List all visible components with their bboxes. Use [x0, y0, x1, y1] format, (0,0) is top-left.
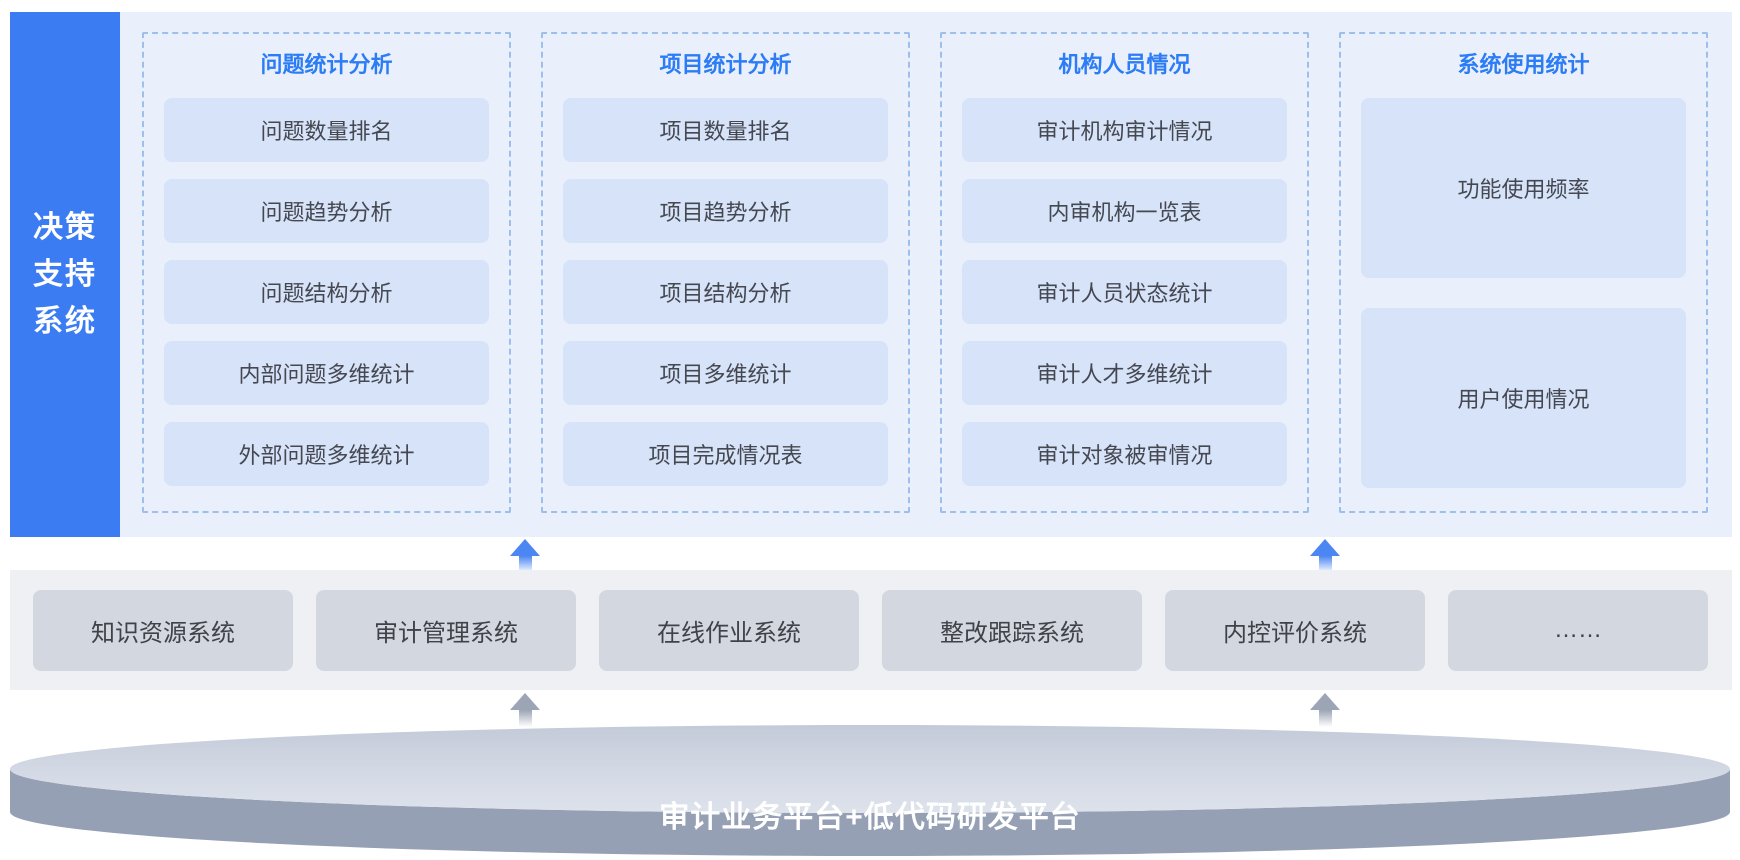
column-project-stats: 项目统计分析 项目数量排名 项目趋势分析 项目结构分析 项目多维统计 项目完成情… — [541, 32, 910, 513]
platform-title: 审计业务平台+低代码研发平台 — [659, 801, 1081, 834]
analysis-panel: 问题统计分析 问题数量排名 问题趋势分析 问题结构分析 内部问题多维统计 外部问… — [120, 12, 1732, 537]
system-box: …… — [1448, 589, 1708, 671]
module-item: 项目趋势分析 — [563, 179, 888, 243]
module-item: 内审机构一览表 — [962, 179, 1287, 243]
systems-row: 知识资源系统 审计管理系统 在线作业系统 整改跟踪系统 内控评价系统 …… — [10, 570, 1732, 690]
module-item: 项目多维统计 — [563, 341, 888, 405]
system-box: 在线作业系统 — [599, 589, 859, 671]
module-item: 项目完成情况表 — [563, 422, 888, 486]
arrow-up-icon — [510, 539, 540, 573]
column-title: 问题统计分析 — [260, 52, 393, 77]
arrow-head — [510, 693, 540, 710]
system-box: 审计管理系统 — [316, 589, 576, 671]
module-item: 用户使用情况 — [1361, 308, 1686, 488]
module-item: 审计人才多维统计 — [962, 341, 1287, 405]
module-item: 项目结构分析 — [563, 260, 888, 324]
column-org-personnel: 机构人员情况 审计机构审计情况 内审机构一览表 审计人员状态统计 审计人才多维统… — [940, 32, 1309, 513]
module-item: 项目数量排名 — [563, 98, 888, 162]
system-box: 内控评价系统 — [1165, 589, 1425, 671]
module-item: 功能使用频率 — [1361, 98, 1686, 278]
arrow-tail — [518, 710, 532, 727]
module-item: 外部问题多维统计 — [164, 422, 489, 486]
column-title: 系统使用统计 — [1457, 52, 1590, 77]
module-item: 审计人员状态统计 — [962, 260, 1287, 324]
column-title: 项目统计分析 — [659, 52, 792, 77]
module-item: 问题结构分析 — [164, 260, 489, 324]
column-items: 项目数量排名 项目趋势分析 项目结构分析 项目多维统计 项目完成情况表 — [563, 98, 888, 486]
module-item: 内部问题多维统计 — [164, 341, 489, 405]
arrow-head — [1310, 693, 1340, 710]
column-items: 审计机构审计情况 内审机构一览表 审计人员状态统计 审计人才多维统计 审计对象被… — [962, 98, 1287, 486]
module-item: 审计对象被审情况 — [962, 422, 1287, 486]
arrow-tail — [1318, 556, 1332, 573]
column-items: 功能使用频率 用户使用情况 — [1361, 98, 1686, 488]
arrow-head — [510, 539, 540, 556]
module-item: 审计机构审计情况 — [962, 98, 1287, 162]
column-system-usage: 系统使用统计 功能使用频率 用户使用情况 — [1339, 32, 1708, 513]
platform-cylinder — [10, 725, 1730, 856]
sidebar-title-line: 系统 — [33, 305, 97, 338]
sidebar-title-line: 决策 — [33, 211, 97, 244]
module-item: 问题数量排名 — [164, 98, 489, 162]
system-box: 整改跟踪系统 — [882, 589, 1142, 671]
arrow-up-icon — [1310, 539, 1340, 573]
arrow-up-icon — [510, 693, 540, 727]
sidebar-title-line: 支持 — [33, 258, 97, 291]
arrow-head — [1310, 539, 1340, 556]
system-box: 知识资源系统 — [33, 589, 293, 671]
arrow-up-icon — [1310, 693, 1340, 727]
column-title: 机构人员情况 — [1058, 52, 1191, 77]
module-item: 问题趋势分析 — [164, 179, 489, 243]
column-items: 问题数量排名 问题趋势分析 问题结构分析 内部问题多维统计 外部问题多维统计 — [164, 98, 489, 486]
decision-support-sidebar: 决策 支持 系统 — [10, 12, 120, 537]
column-problem-stats: 问题统计分析 问题数量排名 问题趋势分析 问题结构分析 内部问题多维统计 外部问… — [142, 32, 511, 513]
arrow-tail — [518, 556, 532, 573]
arrow-tail — [1318, 710, 1332, 727]
